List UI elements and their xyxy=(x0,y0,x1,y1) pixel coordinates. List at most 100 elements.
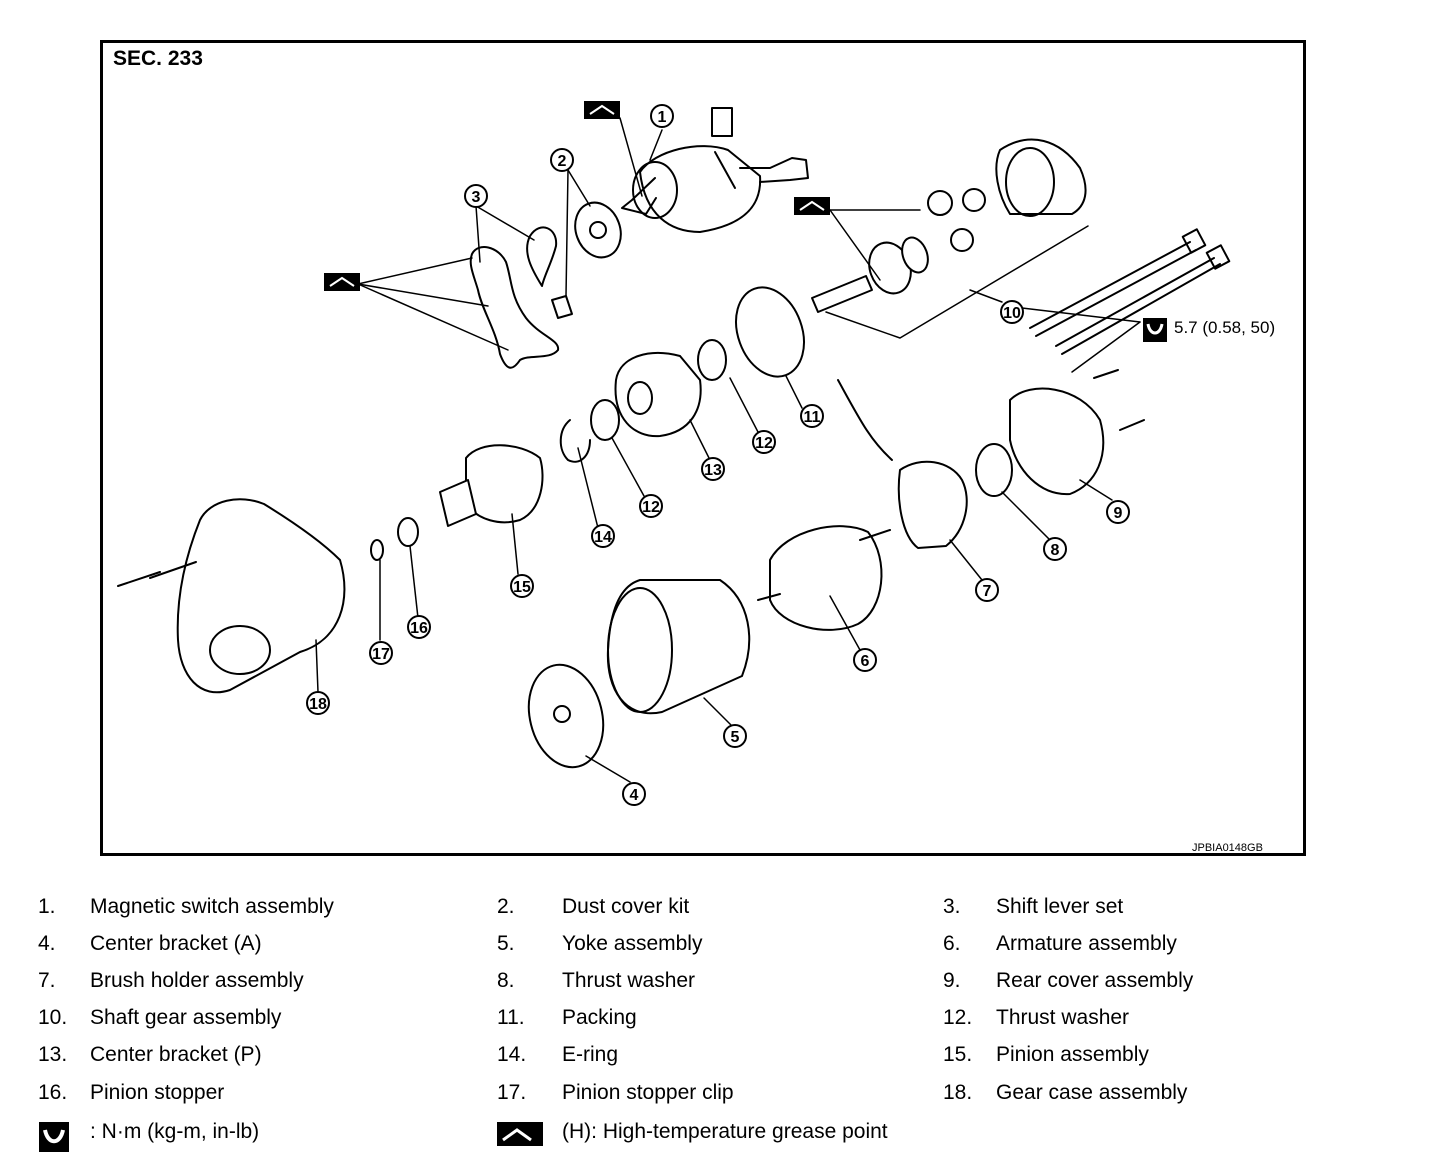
legend-label: Pinion stopper clip xyxy=(562,1081,734,1104)
part-number-badge: 4 xyxy=(622,782,646,806)
part-number-badge: 14 xyxy=(591,524,615,548)
magnetic-switch-drawing xyxy=(621,107,809,233)
legend-number: 11. xyxy=(497,1006,525,1029)
diagram-frame xyxy=(100,40,1306,856)
part-number-label: 7 xyxy=(983,583,992,600)
torque-callout: 5.7 (0.58, 50) xyxy=(1174,318,1276,337)
legend-label: Rear cover assembly xyxy=(996,969,1194,992)
legend-label: Armature assembly xyxy=(996,932,1177,955)
legend-number: 9. xyxy=(943,969,961,992)
thrust-washer-lower-drawing xyxy=(590,399,620,441)
part-number-label: 14 xyxy=(594,529,612,546)
legend-label: Dust cover kit xyxy=(562,895,690,918)
part-number-label: 17 xyxy=(372,646,390,663)
part-number-badge: 9 xyxy=(1106,500,1130,524)
grease-point-icon xyxy=(497,1122,543,1146)
part-number-badge: 1 xyxy=(650,104,674,128)
legend-number: 12. xyxy=(943,1006,973,1029)
torque-wrench-icon xyxy=(1143,318,1167,342)
torque-wrench-icon xyxy=(39,1122,69,1152)
part-number-badge: 10 xyxy=(1000,300,1024,324)
legend-number: 8. xyxy=(497,969,515,992)
part-number-badge: 7 xyxy=(975,578,999,602)
legend-number: 7. xyxy=(38,969,56,992)
part-number-badge: 17 xyxy=(369,641,393,665)
thrust-washer-rear-drawing xyxy=(975,443,1013,497)
dust-cover-drawing xyxy=(551,201,622,319)
yoke-drawing xyxy=(606,579,751,715)
legend-label: Packing xyxy=(562,1006,637,1029)
part-number-label: 13 xyxy=(704,462,722,479)
legend-label: Thrust washer xyxy=(562,969,696,992)
part-number-label: 8 xyxy=(1051,542,1060,559)
legend-label: Thrust washer xyxy=(996,1006,1130,1029)
part-number-label: 9 xyxy=(1114,505,1123,522)
legend-number: 5. xyxy=(497,932,515,955)
armature-drawing xyxy=(757,525,891,631)
part-number-badge: 16 xyxy=(407,615,431,639)
part-number-badge: 15 xyxy=(510,574,534,598)
legend-number: 14. xyxy=(497,1043,527,1066)
part-number-badge: 3 xyxy=(464,184,488,208)
section-label: SEC. 233 xyxy=(113,47,203,70)
part-number-label: 18 xyxy=(309,696,327,713)
legend-label: Pinion stopper xyxy=(90,1081,225,1104)
part-number-label: 6 xyxy=(861,653,870,670)
legend-number: 17. xyxy=(497,1081,527,1104)
legend-number: 13. xyxy=(38,1043,68,1066)
legend-label: Shift lever set xyxy=(996,895,1124,918)
shaft-gear-drawing xyxy=(811,138,1087,313)
part-number-badge: 6 xyxy=(853,648,877,672)
rear-cover-drawing xyxy=(1009,369,1145,496)
grease-point-icon xyxy=(324,101,830,291)
part-number-badge: 8 xyxy=(1043,537,1067,561)
through-bolts-drawing xyxy=(1029,228,1231,355)
thrust-washer-upper-drawing xyxy=(697,339,727,381)
part-number-label: 16 xyxy=(410,620,428,637)
part-number-badge: 2 xyxy=(550,148,574,172)
e-ring-drawing xyxy=(559,419,591,463)
part-number-label: 10 xyxy=(1003,305,1021,322)
legend-number: 15. xyxy=(943,1043,973,1066)
grease-symbol-note: (H): High-temperature grease point xyxy=(562,1120,888,1143)
legend-label: Yoke assembly xyxy=(562,932,703,955)
legend-label: Brush holder assembly xyxy=(90,969,304,992)
shift-lever-drawing xyxy=(469,226,560,369)
part-number-badge: 5 xyxy=(723,724,747,748)
part-number-label: 4 xyxy=(630,787,639,804)
legend-number: 6. xyxy=(943,932,961,955)
part-number-label: 2 xyxy=(558,153,567,170)
legend-label: Center bracket (A) xyxy=(90,932,262,955)
legend-number: 3. xyxy=(943,895,961,918)
legend-label: Shaft gear assembly xyxy=(90,1006,282,1029)
center-bracket-a-drawing xyxy=(527,663,605,769)
part-number-label: 15 xyxy=(513,579,531,596)
legend-label: E-ring xyxy=(562,1043,619,1066)
legend-number: 16. xyxy=(38,1081,68,1104)
part-number-badge: 11 xyxy=(800,404,824,428)
brush-holder-drawing xyxy=(837,379,968,549)
pinion-stopper-drawing xyxy=(397,517,419,547)
legend-number: 10. xyxy=(38,1006,68,1029)
gear-case-drawing xyxy=(117,498,346,694)
legend-label: Magnetic switch assembly xyxy=(90,895,334,918)
part-number-badge: 12 xyxy=(752,430,776,454)
part-number-label: 12 xyxy=(642,499,660,516)
pinion-drawing xyxy=(439,444,544,527)
legend-number: 2. xyxy=(497,895,515,918)
legend-number: 4. xyxy=(38,932,56,955)
center-bracket-p-drawing xyxy=(614,352,702,438)
torque-symbol-note: : N·m (kg-m, in-lb) xyxy=(90,1120,260,1143)
part-number-label: 1 xyxy=(658,109,667,126)
part-number-label: 12 xyxy=(755,435,773,452)
part-number-label: 3 xyxy=(472,189,481,206)
part-number-badge: 18 xyxy=(306,691,330,715)
pinion-stopper-clip-drawing xyxy=(370,539,384,561)
reference-code: JPBIA0148GB xyxy=(1192,842,1263,854)
legend-number: 18. xyxy=(943,1081,973,1104)
packing-drawing xyxy=(735,286,805,378)
leader-lines xyxy=(315,117,1141,783)
part-number-badge: 13 xyxy=(701,457,725,481)
